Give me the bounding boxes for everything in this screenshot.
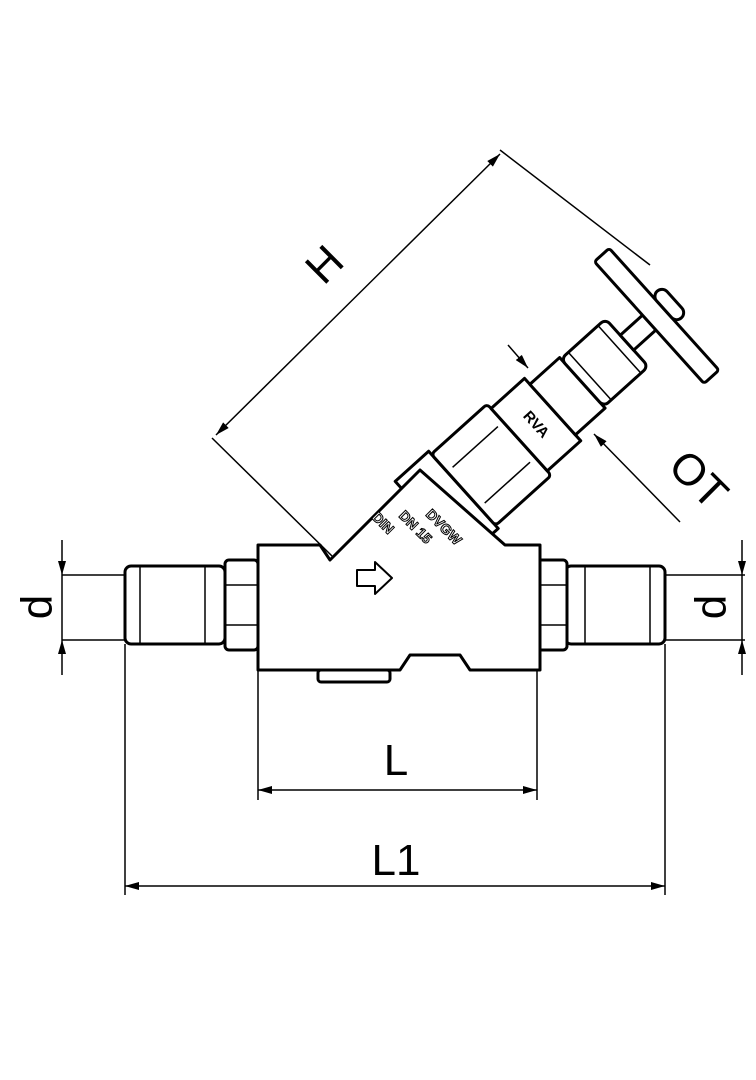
flow-arrow-icon bbox=[356, 561, 393, 595]
dimension-l1-label: L1 bbox=[372, 836, 421, 885]
dimension-ot-label: OT bbox=[659, 441, 737, 519]
dimension-l-label: L bbox=[384, 736, 408, 785]
dimension-h-label: H bbox=[296, 236, 353, 293]
dimension-l1: L1 bbox=[124, 644, 666, 895]
dimension-d-left: d bbox=[13, 540, 66, 675]
right-connection bbox=[535, 558, 745, 652]
dimension-l: L bbox=[257, 670, 538, 800]
dimension-d-left-label: d bbox=[13, 595, 62, 619]
dimension-d-right-label: d bbox=[687, 595, 736, 619]
valve-body: DVGW DN 15 DIN bbox=[256, 468, 542, 684]
dimension-d-right: d bbox=[687, 540, 746, 675]
left-connection bbox=[62, 558, 260, 652]
